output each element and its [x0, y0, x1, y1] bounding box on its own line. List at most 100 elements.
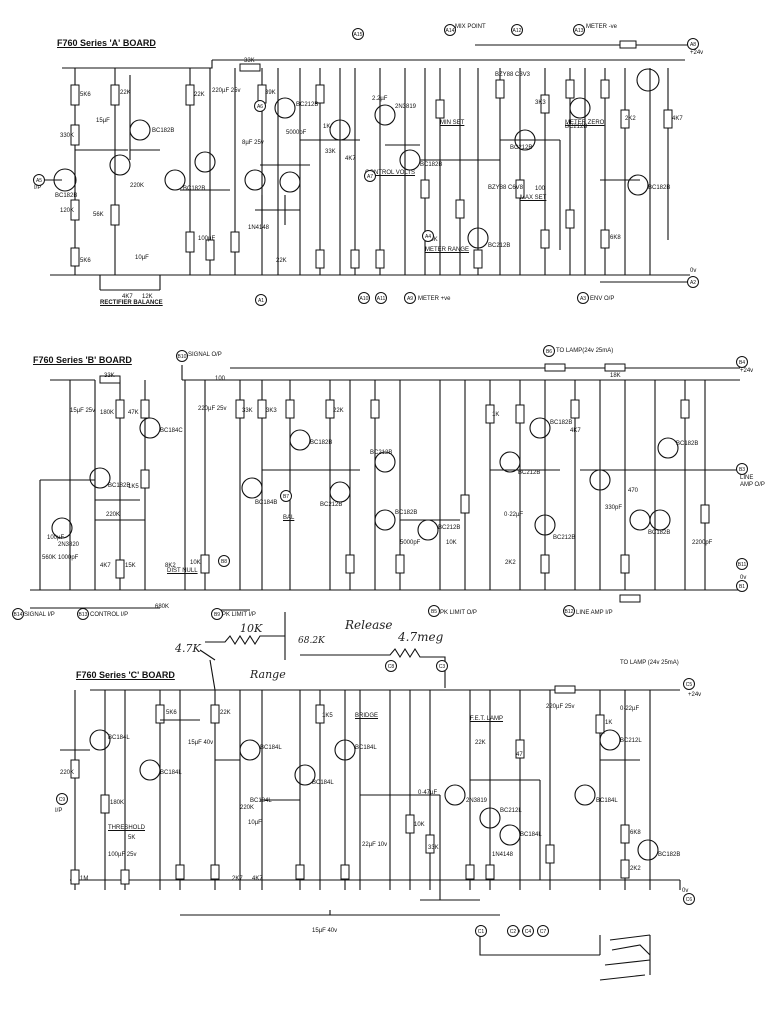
c-component: 2K7 — [232, 876, 243, 882]
c-component: 1K — [605, 720, 613, 726]
pin-a8: A8 — [687, 38, 699, 50]
b-transistor: BC184C — [160, 428, 183, 434]
a-component: 100 — [535, 186, 546, 192]
b-component: 560K — [42, 555, 57, 561]
b-transistor: BC182B — [395, 510, 418, 516]
b-transistor: BC212B — [518, 470, 541, 476]
c-label-24v: +24v — [688, 692, 702, 698]
b-component: 47K — [128, 410, 139, 416]
b-component: 4K7 — [100, 563, 111, 569]
c-transistor: BC184L — [312, 780, 334, 786]
c-component: 4K7 — [252, 876, 263, 882]
c-component: 15µF 40v — [312, 928, 338, 934]
c-component: 1N4148 — [492, 852, 514, 858]
handwritten-10k: 10K — [240, 622, 263, 635]
a-component: 8µF 25v — [242, 140, 264, 146]
a-component: 2K2 — [625, 116, 636, 122]
b-transistor: BC212B — [553, 535, 576, 541]
c-label-bridge: BRIDGE — [355, 713, 379, 719]
c-label-fet-lamp: F.E.T. LAMP — [470, 716, 504, 722]
a-transistor: BC212B — [296, 102, 319, 108]
a-component: 330K — [60, 133, 75, 139]
b-component: 1K — [492, 412, 500, 418]
b-component: 5000pF — [400, 540, 421, 546]
b-component: 8K2 — [165, 563, 176, 569]
a-label-min-set: MIN SET — [440, 120, 465, 126]
c-component: 0·47µF — [418, 790, 438, 796]
a-component: BZY88 C6V8 — [488, 185, 524, 191]
pin-c6: C6 — [683, 893, 695, 905]
pin-c2: C2 — [507, 925, 519, 937]
handwritten-4-7meg: 4.7meg — [398, 630, 444, 644]
c-transistor: BC212L — [620, 738, 642, 744]
b-component: 220K — [106, 512, 121, 518]
a-label-meter-zero: METER ZERO — [565, 120, 605, 126]
b-component: 0·22µF — [504, 512, 524, 518]
c-label-to-lamp: TO LAMP (24v 25mA) — [620, 660, 679, 666]
b-label-dist-null: DIST NULL — [167, 568, 198, 574]
c-transistor: 2N3819 — [466, 798, 488, 804]
a-component: 22K — [276, 258, 287, 264]
a-transistor: BC212B — [488, 243, 511, 249]
a-component: 6K8 — [610, 235, 621, 241]
b-component: 4K7 — [570, 428, 581, 434]
a-component: 4K7 — [122, 294, 133, 300]
c-label-0v: 0v — [682, 888, 689, 894]
pin-a9: A9 — [404, 292, 416, 304]
b-component: 10K — [446, 540, 457, 546]
b-component: 680K — [155, 604, 170, 610]
pin-a6: A6 — [254, 100, 266, 112]
b-component: 470 — [628, 488, 639, 494]
b-component: 100µF — [47, 535, 65, 541]
c-component: 5K — [128, 835, 136, 841]
b-component: 22K — [333, 408, 344, 414]
pin-a12: A12 — [511, 24, 523, 36]
a-component: 39K — [265, 90, 276, 96]
pin-a7: A7 — [364, 170, 376, 182]
c-transistor: BC184L — [260, 745, 282, 751]
a-label-mix-point: MIX POINT — [455, 24, 486, 30]
c-component: 5K6 — [166, 710, 177, 716]
a-component: 33K — [244, 58, 255, 64]
pin-b6: B6 — [543, 345, 555, 357]
c-component: 22K — [475, 740, 486, 746]
a-label-rectifier-balance: RECTIFIER BALANCE — [100, 300, 163, 306]
b-label-pk-limit-op: PK LIMIT O/P — [440, 610, 477, 616]
c-component: 2K2 — [630, 866, 641, 872]
pin-b11: B11 — [736, 558, 748, 570]
b-component: 220µF 25v — [198, 406, 227, 412]
b-component: 2K2 — [505, 560, 516, 566]
pin-a15: A15 — [352, 28, 364, 40]
pin-b12: B12 — [563, 605, 575, 617]
b-transistor: BC182B — [310, 440, 333, 446]
c-component: 22K — [220, 710, 231, 716]
b-component: 2200pF — [692, 540, 713, 546]
b-label-pk-limit-ip: PK LIMIT I/P — [222, 612, 256, 618]
a-component: 4K7 — [672, 116, 683, 122]
b-label-24v: +24v — [740, 368, 754, 374]
b-component: 15K — [125, 563, 136, 569]
a-component: 22K — [120, 90, 131, 96]
pin-b3: B3 — [736, 463, 748, 475]
pin-c4: C4 — [522, 925, 534, 937]
c-component: 100µF 25v — [108, 852, 137, 858]
pin-c8: C8 — [385, 660, 397, 672]
pin-a10: A10 — [358, 292, 370, 304]
c-component: 47 — [516, 752, 523, 758]
b-transistor: BC182B — [550, 420, 573, 426]
a-component: 120K — [60, 208, 75, 214]
pin-a2: A2 — [687, 276, 699, 288]
a-label-control-volts: CONTROL VOLTS — [365, 170, 416, 176]
a-component: 15µF — [96, 118, 110, 124]
a-component: 5000pF — [286, 130, 307, 136]
handwritten-release: Release — [345, 618, 393, 632]
pin-b1: B1 — [736, 580, 748, 592]
pin-c1: C1 — [475, 925, 487, 937]
b-label-bal: BAL — [283, 515, 295, 521]
b-transistor: BC182B — [108, 483, 131, 489]
b-component: 33K — [104, 373, 115, 379]
b-component: 100 — [215, 376, 226, 382]
c-component: 22µF 10v — [362, 842, 388, 848]
a-component: 5K6 — [80, 258, 91, 264]
pin-a4: A4 — [422, 230, 434, 242]
